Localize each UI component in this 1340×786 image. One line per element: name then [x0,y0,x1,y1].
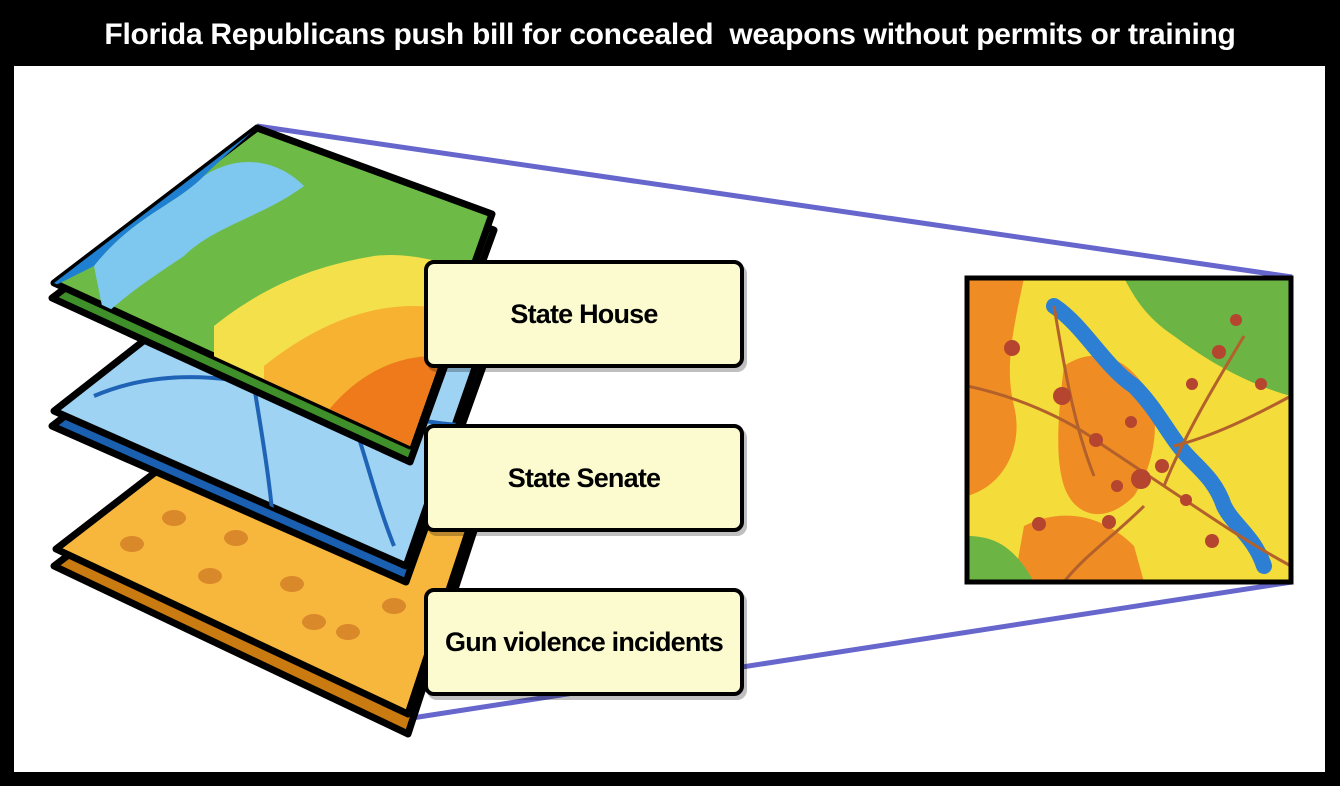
zoom-line-top [256,123,1293,280]
diagram-title: Florida Republicans push bill for concea… [104,18,1236,51]
map-layers-illustration [48,123,1294,738]
detail-map [964,275,1294,585]
diagram-canvas: State House State Senate Gun violence in… [14,66,1325,772]
layer-label-state-house: State House [424,260,744,368]
layer-label-state-senate: State Senate [424,424,744,532]
layer-label-gun-violence: Gun violence incidents [424,588,744,696]
